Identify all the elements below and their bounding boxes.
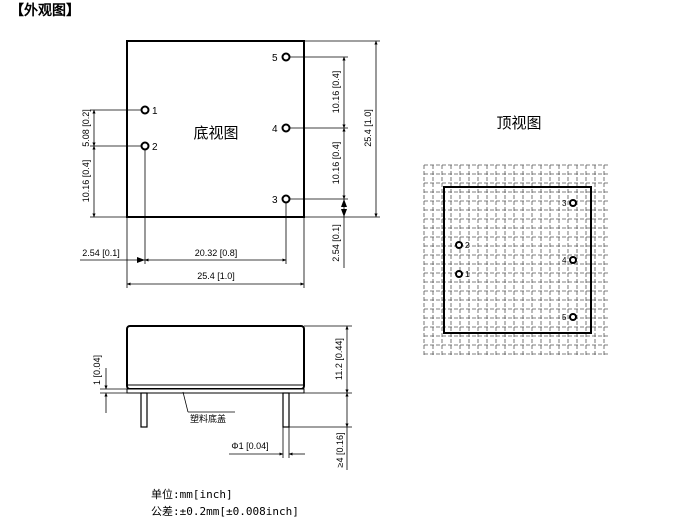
dim-left-offset: 2.54 [0.1] — [82, 248, 120, 258]
bottom-pin-label-2: 2 — [152, 142, 158, 153]
dim-base: 1 [0.04] — [92, 355, 102, 385]
side-pin-left — [140, 392, 148, 428]
side-pin-right — [282, 392, 290, 428]
dim-pin2-bottom: 10.16 [0.4] — [81, 160, 91, 203]
dim-pin1-2-pitch: 5.08 [0.2] — [81, 109, 91, 147]
side-view: 塑料底盖 1 [0.04] 11.2 [0.44] ≥4 [0.16] Φ1 [… — [92, 325, 352, 470]
bottom-pin-5 — [281, 52, 291, 62]
top-pin-1 — [455, 270, 463, 278]
unit-note: 单位:mm[inch] — [151, 487, 233, 501]
top-pin-label-1: 1 — [465, 270, 470, 279]
module-outline-top — [443, 186, 592, 334]
bottom-pin-label-4: 4 — [272, 124, 278, 135]
dim-height-total: 25.4 [1.0] — [363, 109, 373, 147]
top-view: 顶视图 3 4 5 2 1 — [423, 114, 610, 355]
dim-pin-diameter: Φ1 [0.04] — [231, 441, 268, 451]
plastic-base — [126, 388, 305, 394]
dim-pin-length: ≥4 [0.16] — [335, 433, 345, 468]
top-pin-4 — [569, 256, 577, 264]
tolerance-note: 公差:±0.2mm[±0.008inch] — [151, 504, 299, 518]
top-pin-5 — [569, 313, 577, 321]
dim-pin4-3: 10.16 [0.4] — [331, 142, 341, 185]
page-title: 【外观图】 — [10, 2, 80, 19]
top-view-grid — [423, 164, 610, 355]
bottom-pin-4 — [281, 123, 291, 133]
bottom-pin-3 — [281, 194, 291, 204]
top-pin-2 — [455, 241, 463, 249]
bottom-view-label: 底视图 — [193, 124, 238, 142]
top-view-label: 顶视图 — [496, 114, 541, 132]
dim-pin3-bottom: 2.54 [0.1] — [331, 224, 341, 262]
top-pin-label-4: 4 — [562, 256, 567, 265]
bottom-view: 底视图 1 2 3 4 5 5.08 [0.2] 10.16 [0.4] 10.… — [80, 40, 380, 288]
dim-height: 11.2 [0.44] — [334, 338, 344, 380]
bottom-pin-2 — [140, 141, 150, 151]
bottom-pin-label-3: 3 — [272, 195, 278, 206]
dim-pin-span: 20.32 [0.8] — [195, 248, 238, 258]
dim-width-total: 25.4 [1.0] — [197, 271, 235, 281]
plastic-base-label: 塑料底盖 — [190, 413, 226, 425]
top-pin-label-5: 5 — [562, 313, 567, 322]
module-outline-bottom — [126, 40, 305, 218]
bottom-pin-1 — [140, 105, 150, 115]
dim-pin5-4: 10.16 [0.4] — [331, 71, 341, 114]
top-pin-label-3: 3 — [562, 199, 567, 208]
bottom-pin-label-5: 5 — [272, 53, 278, 64]
top-pin-label-2: 2 — [465, 241, 470, 250]
top-pin-3 — [569, 199, 577, 207]
bottom-pin-label-1: 1 — [152, 106, 158, 117]
module-outline-side — [126, 325, 305, 390]
